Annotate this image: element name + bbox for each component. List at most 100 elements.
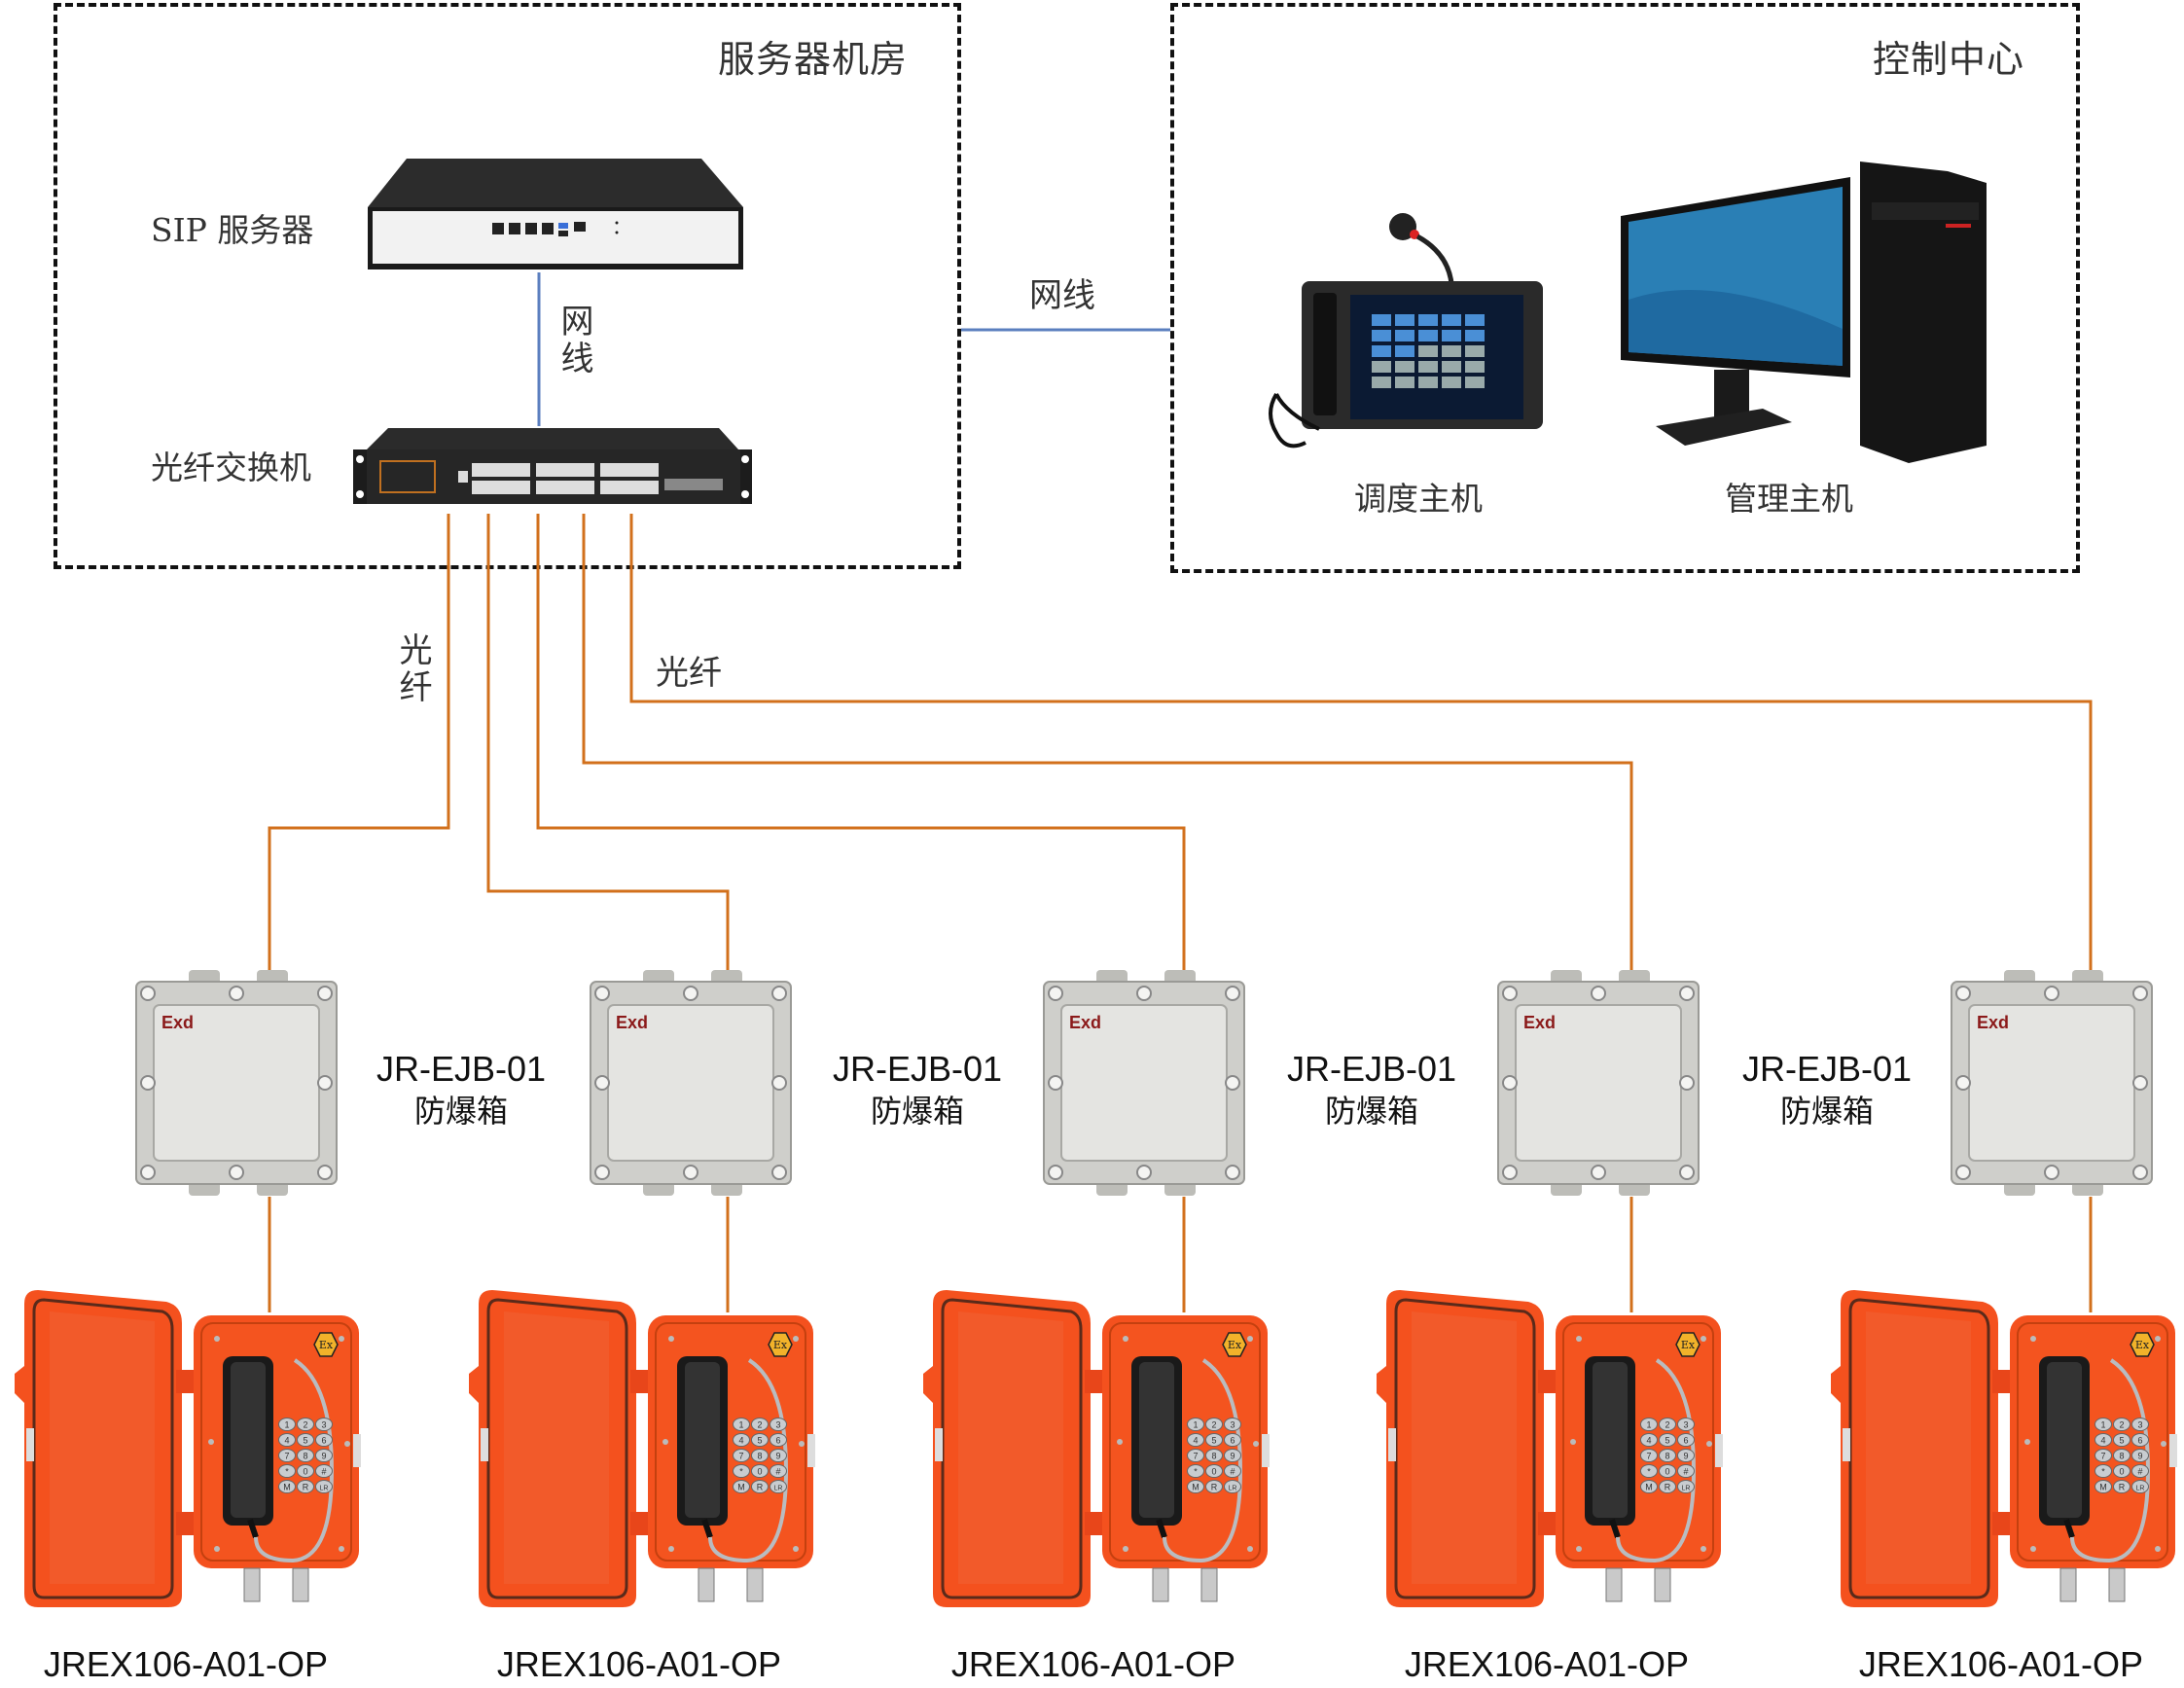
ethernet-label-horizontal: 网线 [1029,276,1095,315]
keypad-key: 8 [2113,1449,2130,1462]
keypad-key: 1 [1187,1418,1204,1431]
svg-text:3: 3 [1230,1420,1235,1430]
svg-text:R: R [303,1483,309,1492]
keypad-key: 5 [751,1433,769,1447]
keypad-key: LR [315,1480,333,1493]
junction-box-model: JR-EJB-01 [1286,1049,1457,1089]
junction-box-model: JR-EJB-01 [376,1049,547,1089]
keypad-key: R [1659,1480,1676,1493]
svg-text:#: # [1683,1467,1688,1477]
svg-text:LR: LR [2136,1486,2145,1492]
control-center-title: 控制中心 [1873,38,2025,81]
keypad-key: # [2131,1464,2149,1478]
svg-text:6: 6 [321,1436,326,1446]
keypad-key: 7 [733,1449,750,1462]
svg-text:#: # [775,1467,780,1477]
keypad-key: 3 [2131,1418,2149,1431]
keypad-key: 8 [1659,1449,1676,1462]
svg-text:7: 7 [2100,1452,2105,1461]
keypad-key: 9 [315,1449,333,1462]
svg-text:5: 5 [2119,1436,2124,1446]
keypad-key: 1 [1640,1418,1658,1431]
junction-box-name: 防爆箱 [1779,1093,1874,1130]
keypad-key: 4 [733,1433,750,1447]
keypad-key: # [1677,1464,1695,1478]
svg-text:#: # [321,1467,326,1477]
ex-badge-text: Ex [2135,1339,2150,1351]
svg-text:LR: LR [320,1486,329,1492]
svg-text:R: R [1211,1483,1218,1492]
ex-badge-text: Ex [319,1339,334,1351]
svg-text:5: 5 [757,1436,762,1446]
dispatch-console-icon [1269,213,1543,449]
fiber-switch-label: 光纤交换机 [151,449,311,486]
exd-mark: Exd [616,1013,648,1032]
keypad-key: 1 [278,1418,296,1431]
phone-model-label: JREX106-A01-OP [496,1644,782,1684]
svg-text:3: 3 [321,1420,326,1430]
explosion-proof-junction-box: Exd [1948,968,2156,1202]
svg-text:4: 4 [2100,1436,2105,1446]
keypad-key: 9 [1224,1449,1241,1462]
svg-text:6: 6 [775,1436,780,1446]
keypad-key: LR [1677,1480,1695,1493]
keypad-key: 3 [770,1418,787,1431]
fiber-line-4 [582,514,1633,978]
svg-text:3: 3 [775,1420,780,1430]
keypad-key: 4 [2094,1433,2112,1447]
keypad-key: 2 [2113,1418,2130,1431]
network-switch-icon [353,428,752,504]
svg-text:R: R [2119,1483,2126,1492]
explosion-proof-telephone: Ex 1 2 3 4 5 6 7 8 9 * 0 # M R LR [1827,1276,2181,1640]
keypad-key: 4 [278,1433,296,1447]
svg-text:R: R [1665,1483,1671,1492]
svg-text:R: R [757,1483,764,1492]
keypad-key: # [1224,1464,1241,1478]
server-room-zone [54,3,961,569]
keypad-key: LR [2131,1480,2149,1493]
svg-text:1: 1 [2100,1420,2105,1430]
svg-text:5: 5 [303,1436,307,1446]
junction-box-name: 防爆箱 [870,1093,964,1130]
explosion-proof-telephone: Ex 1 2 3 4 5 6 7 8 9 * 0 # M R LR [11,1276,365,1640]
svg-text:6: 6 [2137,1436,2142,1446]
ex-badge-text: Ex [1228,1339,1242,1351]
server-room-title: 服务器机房 [718,38,909,81]
svg-text:6: 6 [1230,1436,1235,1446]
keypad-key: 9 [2131,1449,2149,1462]
dispatch-host-label: 调度主机 [1354,480,1483,518]
svg-text:M: M [2099,1483,2107,1492]
fiber-label-vertical: 光纤 [393,632,432,706]
explosion-proof-junction-box: Exd [587,968,795,1202]
keypad-key: M [2094,1480,2112,1493]
explosion-proof-telephone: Ex 1 2 3 4 5 6 7 8 9 * 0 # M R LR [919,1276,1273,1640]
explosion-proof-telephone: Ex 1 2 3 4 5 6 7 8 9 * 0 # M R LR [1373,1276,1727,1640]
keypad-key: LR [770,1480,787,1493]
svg-text:8: 8 [2119,1452,2124,1461]
keypad-key: 1 [2094,1418,2112,1431]
junction-box-name: 防爆箱 [1324,1093,1418,1130]
junction-box-label: JR-EJB-01 防爆箱 [791,1049,1044,1132]
svg-text:#: # [2137,1467,2142,1477]
ethernet-label-vertical: 网线 [555,304,593,377]
svg-text:0: 0 [2119,1467,2124,1477]
phone-model-label: JREX106-A01-OP [1404,1644,1690,1684]
keypad-key: M [1187,1480,1204,1493]
keypad-key: 6 [1224,1433,1241,1447]
fiber-line-3 [536,514,1186,978]
phone-model-label: JREX106-A01-OP [43,1644,329,1684]
svg-text:0: 0 [757,1467,762,1477]
keypad-key: 6 [770,1433,787,1447]
keypad-key: M [733,1480,750,1493]
svg-text:8: 8 [757,1452,762,1461]
keypad-key: 6 [315,1433,333,1447]
junction-box-model: JR-EJB-01 [832,1049,1003,1089]
keypad-key: # [315,1464,333,1478]
svg-text:3: 3 [1683,1420,1688,1430]
keypad-key: 2 [1205,1418,1223,1431]
svg-text:M: M [1645,1483,1653,1492]
svg-text:0: 0 [303,1467,307,1477]
svg-text:4: 4 [738,1436,743,1446]
svg-text:1: 1 [738,1420,743,1430]
keypad-key: 5 [1205,1433,1223,1447]
